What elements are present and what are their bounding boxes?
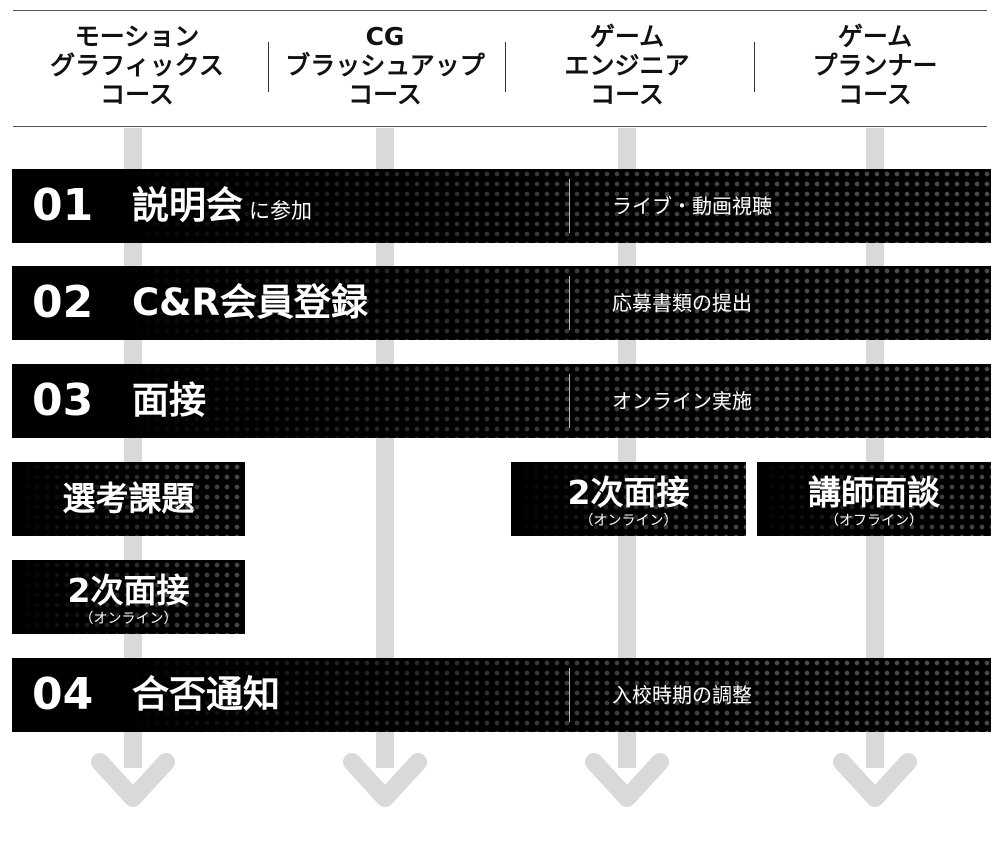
instructor-interview-box: 講師面談 （オフライン）: [757, 462, 991, 536]
step-title-suffix: に参加: [249, 199, 312, 223]
step-number: 04: [32, 669, 94, 720]
down-arrow-icon: [343, 753, 427, 807]
header-top-rule: [13, 10, 987, 11]
step-divider: [569, 179, 570, 233]
step-title: 説明会に参加: [132, 184, 312, 227]
box-sublabel: （オンライン）: [79, 611, 178, 627]
header-divider: [268, 42, 269, 92]
step-title: C&R会員登録: [132, 281, 368, 324]
step-title: 合否通知: [132, 673, 280, 716]
step-number: 02: [32, 277, 94, 328]
second-interview-box-left: 2次面接 （オンライン）: [12, 560, 245, 634]
step-divider: [569, 276, 570, 330]
course-header-motion-graphics: モーション グラフィックス コース: [50, 22, 224, 109]
header-bottom-rule: [13, 126, 987, 127]
box-label: 選考課題: [62, 479, 195, 518]
step-bar-01: 01 説明会に参加 ライブ・動画視聴: [12, 169, 991, 243]
step-bar-03: 03 面接 オンライン実施: [12, 364, 991, 438]
step-title: 面接: [132, 379, 206, 422]
header-divider: [754, 42, 755, 92]
step-divider: [569, 374, 570, 428]
step-number: 01: [32, 180, 94, 231]
step-bar-02: 02 C&R会員登録 応募書類の提出: [12, 266, 991, 340]
second-interview-box-right: 2次面接 （オンライン）: [511, 462, 746, 536]
down-arrow-icon: [833, 753, 917, 807]
box-label: 2次面接: [67, 571, 190, 610]
course-header-game-engineer: ゲーム エンジニア コース: [564, 22, 690, 109]
down-arrow-icon: [91, 753, 175, 807]
step-number: 03: [32, 375, 94, 426]
step-note: 入校時期の調整: [612, 683, 752, 707]
box-label: 2次面接: [567, 473, 690, 512]
step-note: 応募書類の提出: [612, 291, 752, 315]
course-header-cg-brushup: CG ブラッシュアップ コース: [285, 22, 485, 109]
box-sublabel: （オフライン）: [825, 513, 923, 529]
step-note: オンライン実施: [612, 389, 752, 413]
down-arrow-icon: [585, 753, 669, 807]
box-sublabel: （オンライン）: [579, 513, 678, 529]
header-divider: [505, 42, 506, 92]
course-header-game-planner: ゲーム プランナー コース: [812, 22, 938, 109]
step-divider: [569, 668, 570, 722]
box-label: 講師面談: [808, 473, 940, 512]
selection-task-box: 選考課題: [12, 462, 245, 536]
step-note: ライブ・動画視聴: [612, 194, 772, 218]
step-bar-04: 04 合否通知 入校時期の調整: [12, 658, 991, 732]
